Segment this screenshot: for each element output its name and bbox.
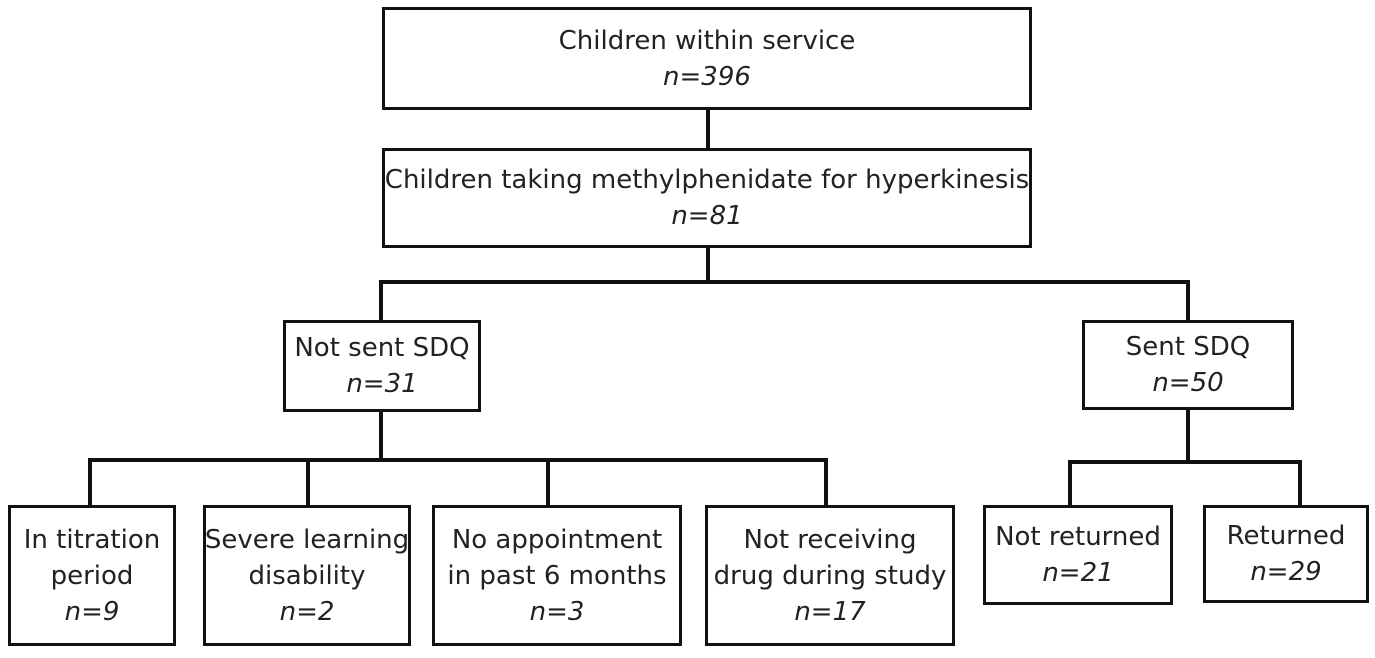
node-label: Not sent SDQ [294,333,470,363]
node-label: Returned [1226,521,1346,551]
node-count: n=2 [279,596,335,627]
node-label-line2: drug during study [713,560,947,591]
node-label-line1: Not receiving [743,524,917,555]
node-count: n=396 [663,61,751,92]
node-label: Children within service [558,25,856,56]
node-label-line1: Severe learning [204,524,410,555]
node-not-returned: Not returned n=21 [983,505,1173,605]
node-count: n=3 [529,596,585,627]
node-count: n=29 [1250,557,1322,587]
node-severe-learning-disability: Severe learning disability n=2 [203,505,411,646]
node-label-line1: No appointment [451,524,663,555]
node-sent-sdq: Sent SDQ n=50 [1082,320,1294,410]
node-count: n=9 [64,596,120,627]
node-count: n=21 [1042,558,1114,588]
node-returned: Returned n=29 [1203,505,1369,603]
node-label: Not returned [995,522,1161,552]
node-not-sent-sdq: Not sent SDQ n=31 [283,320,481,412]
node-not-receiving-drug: Not receiving drug during study n=17 [705,505,955,646]
node-children-within-service: Children within service n=396 [382,7,1032,110]
node-count: n=31 [346,369,418,399]
node-label-line2: period [50,560,134,591]
node-count: n=17 [794,596,866,627]
node-label: Children taking methylphenidate for hype… [384,165,1030,195]
node-label-line1: In titration [23,524,161,555]
node-count: n=50 [1152,368,1224,398]
node-label: Sent SDQ [1125,332,1251,362]
node-no-appointment: No appointment in past 6 months n=3 [432,505,682,646]
node-children-taking-methylphenidate: Children taking methylphenidate for hype… [382,148,1032,248]
node-count: n=81 [671,201,743,231]
node-label-line2: in past 6 months [447,560,667,591]
node-in-titration-period: In titration period n=9 [8,505,176,646]
node-label-line2: disability [248,560,366,591]
